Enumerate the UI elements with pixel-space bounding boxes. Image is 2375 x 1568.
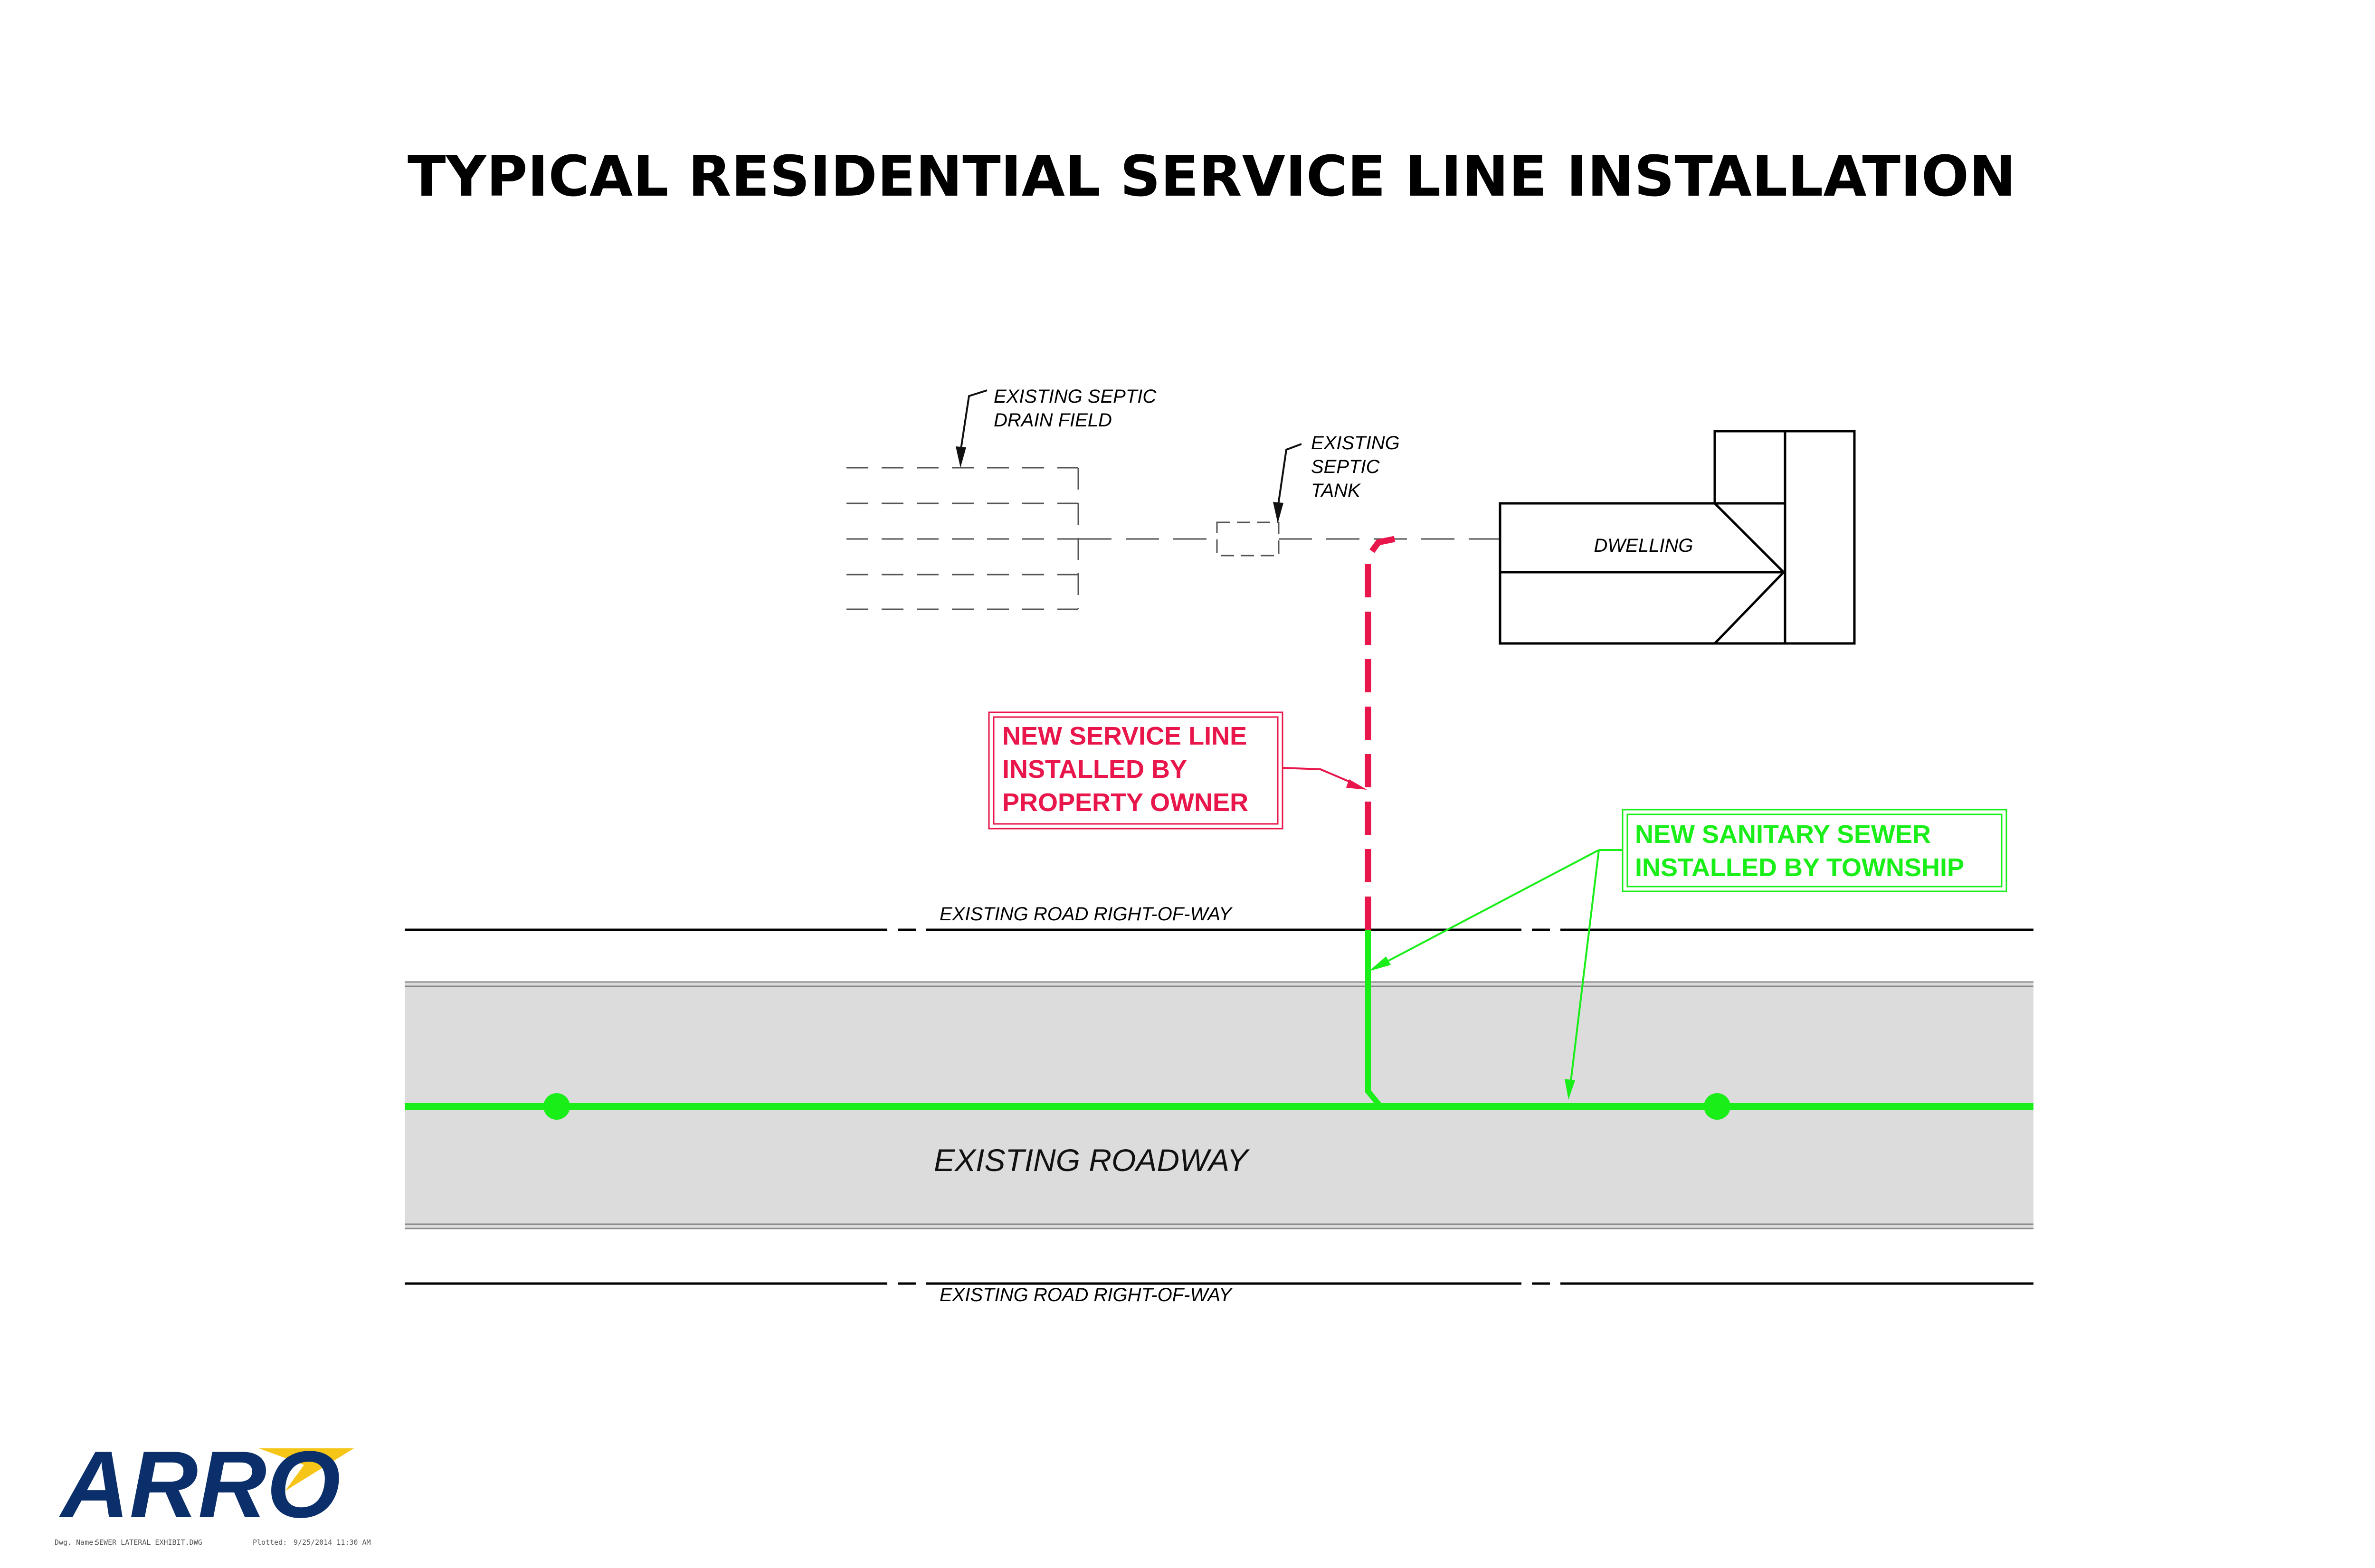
septic-tank-label: EXISTING SEPTIC TANK xyxy=(1311,433,1405,501)
dwelling-outline xyxy=(1499,430,1856,645)
plotted-label: Plotted: xyxy=(253,1538,287,1547)
drain-field-label: EXISTING SEPTIC DRAIN FIELD xyxy=(994,386,1161,431)
manhole-right xyxy=(1704,1093,1730,1120)
service-line xyxy=(1365,536,1396,930)
row-label-bottom: EXISTING ROAD RIGHT-OF-WAY xyxy=(940,1285,1233,1305)
sanitary-sewer xyxy=(405,930,2033,1110)
service-line-leader xyxy=(1282,767,1354,784)
roadway-edges xyxy=(405,981,2033,1229)
septic-tank-arrowhead xyxy=(1273,502,1283,523)
sewer-main-arrowhead xyxy=(1565,1079,1575,1100)
sanitary-sewer-leaders xyxy=(1382,849,1623,1086)
septic-tank xyxy=(1216,521,1280,557)
title-block: Dwg. Name: SEWER LATERAL EXHIBIT.DWG Plo… xyxy=(55,1538,371,1547)
drawing-title: TYPICAL RESIDENTIAL SERVICE LINE INSTALL… xyxy=(408,143,2016,209)
sewer-lateral-arrowhead xyxy=(1369,956,1391,971)
service-line-callout-text: NEW SERVICE LINE INSTALLED BY PROPERTY O… xyxy=(1002,722,1254,817)
dwelling-label: DWELLING xyxy=(1594,535,1693,556)
septic-tank-leader xyxy=(1277,443,1302,509)
service-line-callout-box xyxy=(988,711,1283,830)
service-line-arrowhead xyxy=(1346,779,1367,790)
logo-swoosh xyxy=(259,1448,354,1491)
drain-field-arrowhead xyxy=(956,446,966,468)
dwg-name-label: Dwg. Name: xyxy=(55,1538,97,1547)
manhole-left xyxy=(543,1093,570,1120)
drain-field-leader xyxy=(960,389,988,453)
sewer-lateral-line xyxy=(1365,930,1383,1108)
plotted-value: 9/25/2014 11:30 AM xyxy=(294,1538,371,1547)
sanitary-sewer-callout-text: NEW SANITARY SEWER INSTALLED BY TOWNSHIP xyxy=(1635,820,1964,882)
dwg-name-value: SEWER LATERAL EXHIBIT.DWG xyxy=(95,1538,202,1547)
septic-drain-field xyxy=(846,467,1079,610)
roadway-label: EXISTING ROADWAY xyxy=(934,1143,1250,1178)
row-label-top: EXISTING ROAD RIGHT-OF-WAY xyxy=(940,904,1233,925)
arro-logo: ARRO xyxy=(58,1432,354,1538)
logo-text: ARRO xyxy=(58,1432,341,1538)
